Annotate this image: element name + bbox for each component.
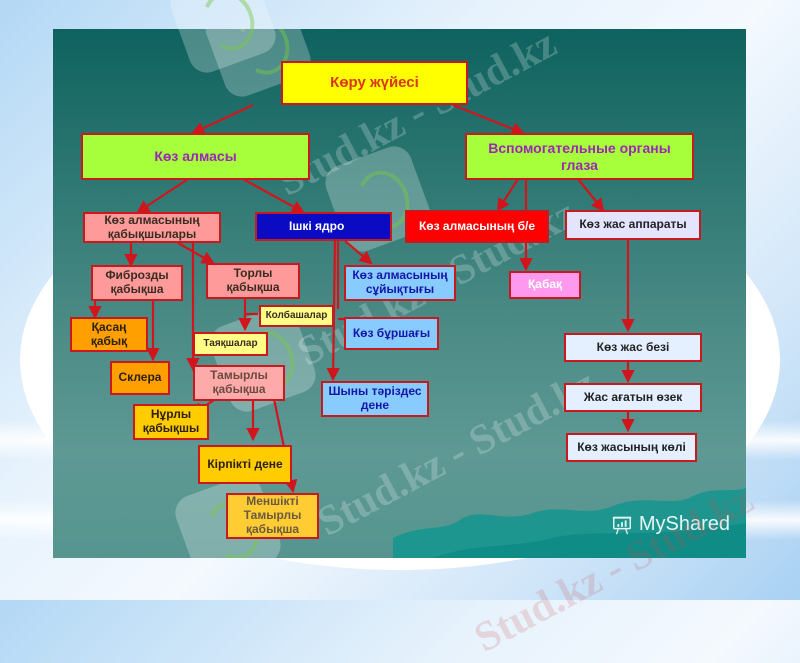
cornea-label: Қасаң қабық bbox=[90, 319, 128, 348]
lacrimal-lake-box: Көз жасының көлі bbox=[566, 433, 697, 462]
cones-box: Колбашалар bbox=[259, 305, 334, 327]
rods-box: Таяқшалар bbox=[193, 332, 268, 356]
lacrimal-lake-label: Көз жасының көлі bbox=[577, 439, 686, 454]
eye-muscles-box: Көз алмасының б/е bbox=[405, 210, 549, 243]
lacrimal-duct-box: Жас ағатын өзек bbox=[564, 383, 702, 412]
aqueous-humor-label: Көз алмасының сұйықтығы bbox=[352, 268, 448, 296]
membranes-label: Көз алмасының қабықшылары bbox=[104, 212, 200, 241]
eyeball-box: Көз алмасы bbox=[81, 133, 310, 180]
lens-label: Көз бұршағы bbox=[352, 325, 431, 340]
title-box: Көру жүйесі bbox=[281, 61, 468, 105]
sclera-label: Склера bbox=[118, 370, 162, 385]
lacrimal-duct-label: Жас ағатын өзек bbox=[583, 389, 683, 404]
choroid-box: Меншікті Тамырлы қабықша bbox=[226, 493, 319, 539]
iris-box: Нұрлы қабықшы bbox=[133, 404, 209, 440]
lens-box: Көз бұршағы bbox=[344, 317, 439, 350]
aqueous-humor-box: Көз алмасының сұйықтығы bbox=[344, 265, 456, 301]
inner-core-box: Ішкі ядро bbox=[255, 212, 392, 241]
title-label: Көру жүйесі bbox=[330, 74, 419, 92]
mountain-decoration bbox=[393, 488, 746, 558]
cornea-box: Қасаң қабық bbox=[70, 317, 148, 352]
vitreous-body-label: Шыны тәріздес дене bbox=[328, 384, 422, 412]
ciliary-body-label: Кірпікті дене bbox=[207, 456, 283, 471]
iris-label: Нұрлы қабықшы bbox=[142, 407, 200, 435]
retina-label: Торлы қабықша bbox=[226, 266, 280, 294]
slide-panel: Stud.kz - Stud.kz Stud.kz - Stud.kz Stud… bbox=[53, 29, 746, 558]
lacrimal-gland-box: Көз жас безі bbox=[564, 333, 702, 362]
ciliary-body-box: Кірпікті дене bbox=[198, 445, 292, 484]
cones-label: Колбашалар bbox=[265, 310, 328, 322]
eyelid-label: Қабақ bbox=[527, 277, 563, 292]
lacrimal-apparatus-box: Көз жас аппараты bbox=[565, 210, 701, 240]
presentation-board-icon bbox=[612, 516, 632, 534]
accessory-organs-label: Вспомогательные органы глаза bbox=[488, 140, 671, 173]
vascular-box: Тамырлы қабықша bbox=[193, 365, 285, 401]
lacrimal-apparatus-label: Көз жас аппараты bbox=[579, 217, 687, 232]
membranes-box: Көз алмасының қабықшылары bbox=[83, 212, 221, 243]
eyeball-label: Көз алмасы bbox=[154, 148, 237, 165]
myshared-label: MyShared bbox=[638, 513, 730, 535]
vitreous-body-box: Шыны тәріздес дене bbox=[321, 381, 429, 417]
connector-lines bbox=[88, 103, 635, 494]
rods-label: Таяқшалар bbox=[203, 338, 258, 350]
eye-muscles-label: Көз алмасының б/е bbox=[418, 218, 536, 233]
accessory-organs-box: Вспомогательные органы глаза bbox=[465, 133, 694, 180]
retina-box: Торлы қабықша bbox=[206, 263, 300, 299]
vascular-label: Тамырлы қабықша bbox=[210, 368, 268, 396]
inner-core-label: Ішкі ядро bbox=[289, 218, 345, 233]
myshared-logo[interactable]: MyShared bbox=[611, 513, 730, 536]
choroid-label: Меншікті Тамырлы қабықша bbox=[243, 494, 302, 536]
fibrous-label: Фиброзды қабықша bbox=[105, 268, 169, 296]
sclera-box: Склера bbox=[110, 361, 170, 395]
eyelid-box: Қабақ bbox=[509, 271, 581, 299]
lacrimal-gland-label: Көз жас безі bbox=[596, 339, 670, 354]
fibrous-box: Фиброзды қабықша bbox=[91, 265, 183, 301]
